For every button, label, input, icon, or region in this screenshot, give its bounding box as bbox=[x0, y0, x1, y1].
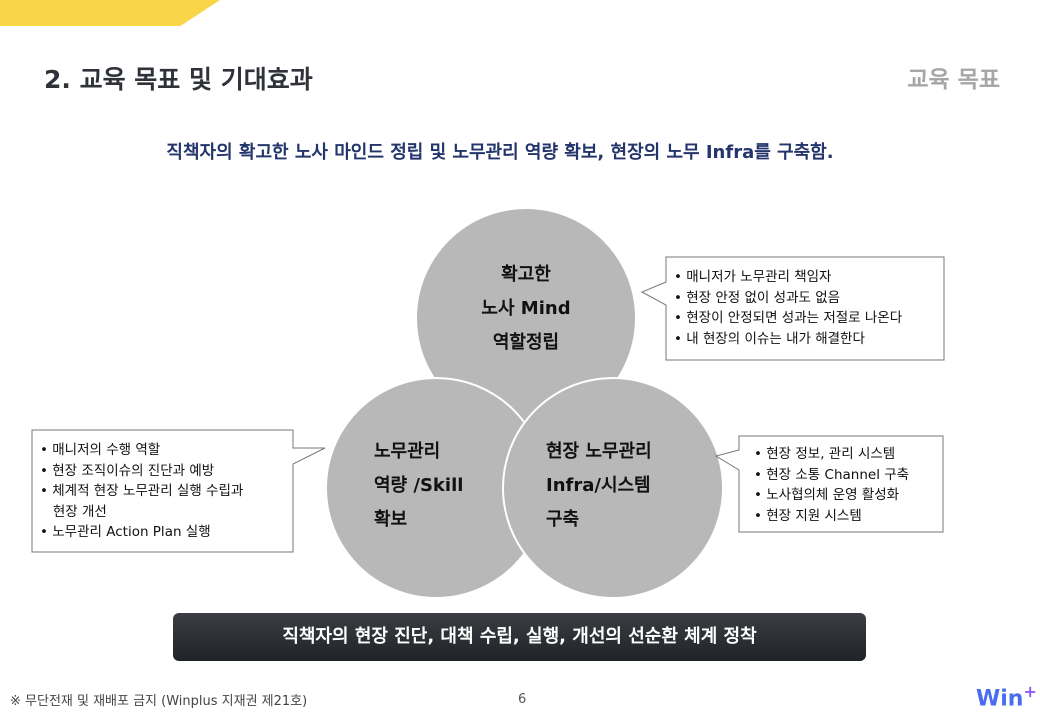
callout-item: • 현장이 안정되면 성과는 저절로 나온다 bbox=[674, 310, 903, 326]
callout-item: • 현장 안정 없이 성과도 없음 bbox=[674, 289, 841, 306]
callout-item: • 노무관리 Action Plan 실행 bbox=[40, 524, 211, 540]
callout-item: • 현장 소통 Channel 구축 bbox=[754, 466, 910, 483]
logo-text: Win bbox=[976, 686, 1024, 712]
callout-item: • 현장 지원 시스템 bbox=[754, 507, 862, 524]
callout-item: • 현장 조직이슈의 진단과 예방 bbox=[40, 462, 215, 479]
callout-left-shape bbox=[31, 429, 326, 553]
circle-line: 확보 bbox=[374, 509, 408, 530]
callout-top-shape bbox=[640, 256, 945, 361]
header-banner bbox=[0, 0, 220, 26]
callout-top: • 매니저가 노무관리 책임자 • 현장 안정 없이 성과도 없음 • 현장이 … bbox=[674, 267, 902, 349]
callout-item: • 내 현장의 이슈는 내가 해결한다 bbox=[674, 330, 865, 347]
winplus-logo: Win+ bbox=[976, 682, 1037, 711]
callout-right-shape bbox=[714, 435, 944, 533]
circle-line: 노사 Mind bbox=[481, 298, 571, 319]
callout-item: • 현장 정보, 관리 시스템 bbox=[754, 446, 896, 462]
circle-line: 역량 /Skill bbox=[374, 475, 464, 496]
callout-item: • 노사협의체 운영 활성화 bbox=[754, 487, 900, 503]
circle-line: 현장 노무관리 bbox=[546, 441, 652, 462]
section-label: 교육 목표 bbox=[907, 67, 1000, 93]
goal-statement: 직책자의 확고한 노사 마인드 정립 및 노무관리 역량 확보, 현장의 노무 … bbox=[166, 142, 834, 163]
page-title: 2. 교육 목표 및 기대효과 bbox=[44, 65, 313, 94]
circle-line: 역할정립 bbox=[492, 332, 560, 353]
callout-left: • 매니저의 수행 역할 • 현장 조직이슈의 진단과 예방 • 체계적 현장 … bbox=[40, 440, 243, 543]
summary-bar: 직책자의 현장 진단, 대책 수립, 실행, 개선의 선순환 체계 정착 bbox=[173, 613, 866, 661]
circle-line: 확고한 bbox=[501, 264, 551, 285]
circle-infra-text: 현장 노무관리 Infra/시스템 구축 bbox=[546, 435, 652, 537]
callout-item: • 매니저의 수행 역할 bbox=[40, 442, 161, 458]
circle-line: 구축 bbox=[546, 509, 580, 530]
callout-right: • 현장 정보, 관리 시스템 • 현장 소통 Channel 구축 • 노사협… bbox=[754, 444, 909, 526]
callout-item: • 매니저가 노무관리 책임자 bbox=[674, 269, 832, 285]
circle-line: Infra/시스템 bbox=[546, 475, 651, 496]
circle-infra bbox=[502, 377, 724, 599]
callout-item: 현장 개선 bbox=[40, 503, 107, 520]
circle-line: 노무관리 bbox=[374, 441, 441, 462]
callout-item: • 체계적 현장 노무관리 실행 수립과 bbox=[40, 483, 244, 499]
circle-skill-text: 노무관리 역량 /Skill 확보 bbox=[374, 435, 463, 537]
logo-plus: + bbox=[1023, 682, 1037, 701]
circle-mind-text: 확고한 노사 Mind 역할정립 bbox=[466, 258, 586, 360]
page-number: 6 bbox=[518, 692, 527, 707]
copyright-notice: ※ 무단전재 및 재배포 금지 (Winplus 지재권 제21호) bbox=[10, 694, 308, 709]
